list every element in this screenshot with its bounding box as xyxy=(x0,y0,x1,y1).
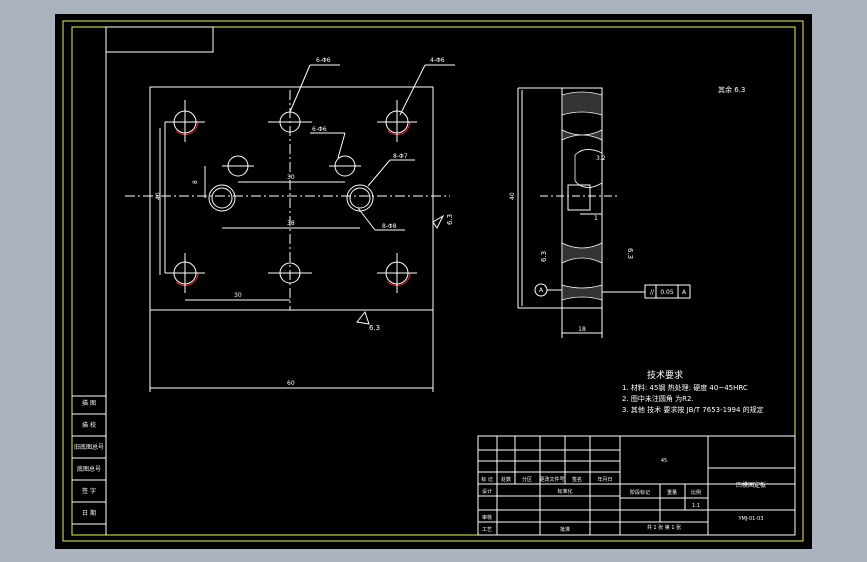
datum-label: A xyxy=(539,287,544,294)
tb-scale: 1:1 xyxy=(692,503,700,509)
title-block: 标 记 处数 分区 更改文件号 签名 年月日 设计 审核 工艺 标准化 批准 阶… xyxy=(477,435,796,536)
strip-label-0: 描 图 xyxy=(82,399,96,407)
dim-hole-right: 8-Φ7 xyxy=(393,153,408,160)
tb-part-name: 凹模固定板 xyxy=(736,481,766,489)
side-dim-height: 40 xyxy=(509,192,516,200)
front-view: 6-Φ6 4-Φ6 6-Φ6 8-Φ7 8-Φ8 30 38 40 8 30 6… xyxy=(125,57,455,392)
hole-corner-tl xyxy=(165,100,205,142)
roughness-note: 其余 6.3 xyxy=(718,85,745,94)
rough-right: 6.3 xyxy=(446,214,454,225)
side-rough-right: 6.3 xyxy=(626,248,634,259)
tb-drawing-no: YMJ-01-03 xyxy=(738,516,764,522)
tb-header-5: 年月日 xyxy=(597,476,612,483)
tech-item-2: 3. 其他 技术 要求按 JB/T 7653-1994 的规定 xyxy=(622,405,764,414)
outer-frame xyxy=(62,20,804,542)
tolerance-datum: A xyxy=(682,289,687,296)
tb-row-review: 审核 xyxy=(482,514,492,521)
tb-header-4: 签名 xyxy=(572,476,582,483)
dim-hole-bottom: 8-Φ8 xyxy=(382,223,397,230)
inner-frame xyxy=(71,26,796,536)
tb-material: 45 xyxy=(661,458,667,464)
tb-header-0: 标 记 xyxy=(481,476,493,483)
side-rough-notch: 3.2 xyxy=(596,155,606,162)
tech-requirements: 技术要求 1. 材料: 45钢 热处理: 硬度 40~45HRC 2. 图中未注… xyxy=(622,369,764,414)
side-rough-left: 6.3 xyxy=(540,251,548,262)
dim-hole-inner: 6-Φ6 xyxy=(312,126,327,133)
plate-outline xyxy=(149,86,434,311)
tb-header-1: 处数 xyxy=(501,476,511,483)
strip-label-3: 底图总号 xyxy=(77,465,101,473)
tb-std-label: 标准化 xyxy=(557,488,572,495)
tech-title: 技术要求 xyxy=(647,369,683,381)
tech-item-0: 1. 材料: 45钢 热处理: 硬度 40~45HRC xyxy=(622,383,748,392)
tolerance-value: 0.05 xyxy=(660,289,674,296)
tech-item-1: 2. 图中未注圆角 为R2. xyxy=(622,394,694,403)
dim-hole-top-right: 4-Φ6 xyxy=(430,57,445,64)
dim-overall-width: 60 xyxy=(287,380,295,387)
hole-corner-bl xyxy=(165,253,205,293)
side-dim-step: 1 xyxy=(594,215,598,222)
tb-sheet-info: 共 1 张 第 1 张 xyxy=(647,524,681,531)
dim-inner-height: 8 xyxy=(192,180,199,184)
side-view: 40 18 6.3 6.3 3.2 1 A // 0.05 A 其余 6.3 xyxy=(509,85,745,338)
hole-big-left xyxy=(208,184,236,212)
dim-bottom-left: 30 xyxy=(234,292,242,299)
tb-header-2: 分区 xyxy=(522,476,532,483)
tb-row-process: 工艺 xyxy=(482,527,492,533)
tb-row-design: 设计 xyxy=(482,488,492,495)
rough-bottom: 6.3 xyxy=(369,324,380,332)
tb-header-3: 更改文件号 xyxy=(539,476,564,483)
strip-label-5: 日 期 xyxy=(82,509,96,517)
dim-inner-span: 38 xyxy=(287,220,295,227)
left-strip: 描 图 描 校 旧底图总号 底图总号 签 字 日 期 xyxy=(72,395,106,525)
dim-hole-top-left: 6-Φ6 xyxy=(316,57,331,64)
tb-scale-header: 比例 xyxy=(691,489,701,496)
strip-label-1: 描 校 xyxy=(82,421,96,429)
strip-label-2: 旧底图总号 xyxy=(74,443,104,451)
strip-label-4: 签 字 xyxy=(82,487,96,495)
tb-approve-label: 批准 xyxy=(560,526,570,533)
dim-inner-width: 30 xyxy=(287,174,295,181)
tb-stage-header: 阶段标记 xyxy=(630,489,650,496)
dim-height-left: 40 xyxy=(155,192,162,200)
hole-corner-tr xyxy=(377,100,417,142)
svg-text://: // xyxy=(650,289,655,296)
side-dim-thickness: 18 xyxy=(578,326,586,333)
tb-weight-header: 重量 xyxy=(667,489,677,496)
hole-corner-br xyxy=(377,253,417,293)
